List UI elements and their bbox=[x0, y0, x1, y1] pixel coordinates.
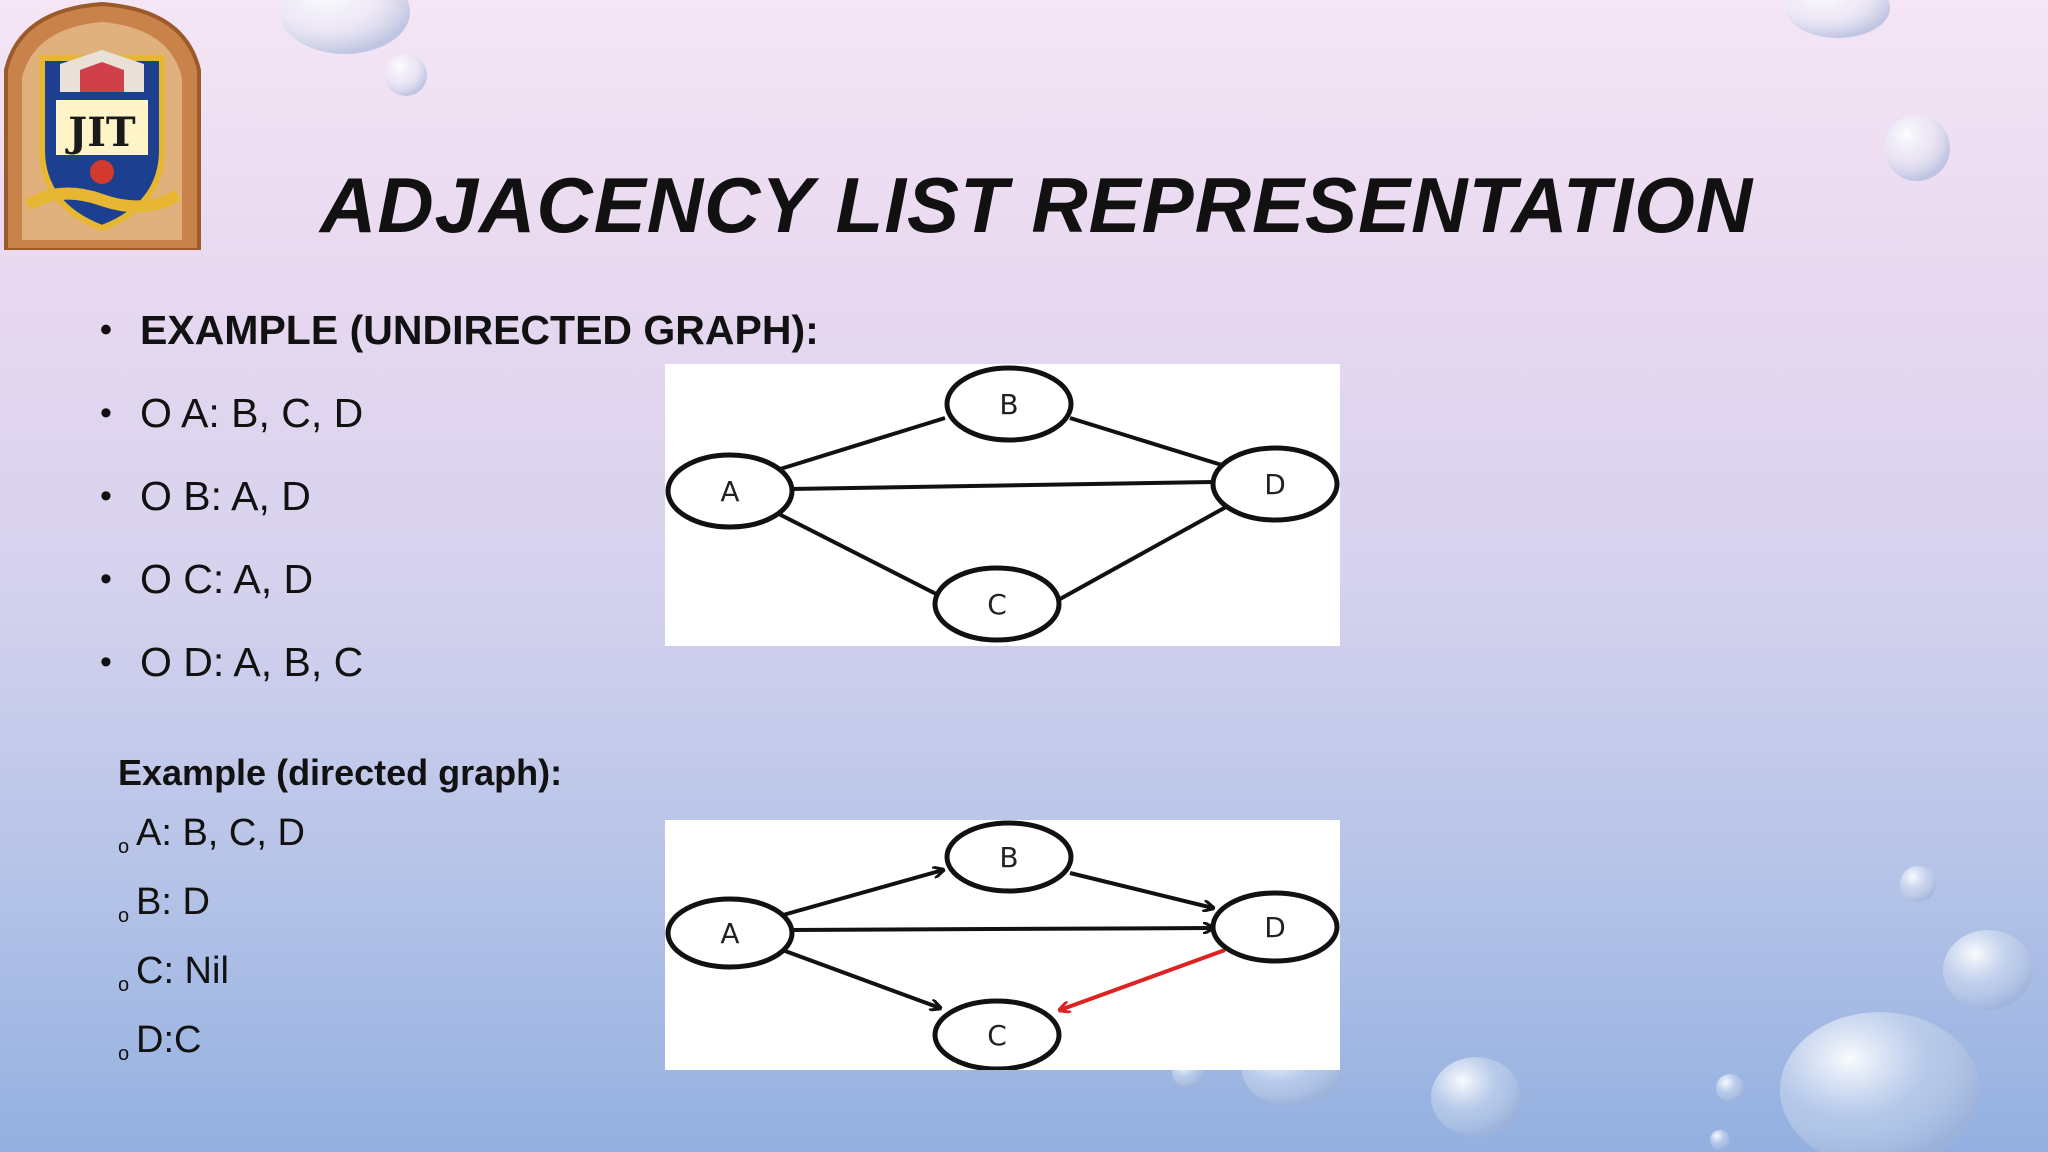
node-label: D bbox=[1264, 468, 1286, 501]
institute-logo: JIT bbox=[4, 1, 201, 250]
node-a bbox=[665, 896, 795, 970]
directed-heading: Example (directed graph): bbox=[118, 752, 563, 793]
edge-b-d bbox=[1069, 871, 1213, 908]
list-item: B: D bbox=[118, 879, 305, 948]
node-label: C bbox=[987, 588, 1007, 621]
node-label: B bbox=[999, 841, 1018, 874]
node-label: C bbox=[987, 1019, 1007, 1052]
undirected-graph-diagram: A B C D bbox=[665, 364, 1340, 646]
list-item: O A: B, C, D bbox=[100, 383, 819, 466]
list-item: O B: A, D bbox=[100, 466, 819, 549]
undirected-adjacency-list: EXAMPLE (UNDIRECTED GRAPH): O A: B, C, D… bbox=[100, 300, 819, 715]
node-d bbox=[1210, 445, 1340, 523]
edge-a-c bbox=[770, 508, 943, 599]
node-a bbox=[665, 452, 795, 530]
node-label: A bbox=[720, 475, 739, 508]
edge-a-c bbox=[776, 946, 940, 1008]
node-c bbox=[932, 998, 1062, 1070]
directed-graph-diagram: A B C D bbox=[665, 820, 1340, 1070]
node-d bbox=[1210, 890, 1340, 964]
list-item: O C: A, D bbox=[100, 549, 819, 632]
edge-d-c bbox=[1060, 948, 1226, 1010]
directed-adjacency-list: A: B, C, D B: D C: Nil D:C bbox=[118, 810, 305, 1086]
edge-a-d bbox=[790, 928, 1213, 930]
node-label: A bbox=[720, 917, 739, 950]
node-c bbox=[932, 565, 1062, 643]
edge-a-b bbox=[776, 416, 946, 472]
node-label: D bbox=[1264, 911, 1286, 944]
undirected-heading: EXAMPLE (UNDIRECTED GRAPH): bbox=[100, 300, 819, 383]
list-item: C: Nil bbox=[118, 948, 305, 1017]
list-item: O D: A, B, C bbox=[100, 632, 819, 715]
edge-a-d bbox=[789, 480, 1214, 491]
node-label: B bbox=[999, 388, 1018, 421]
edge-c-d bbox=[1059, 500, 1236, 601]
list-item: D:C bbox=[118, 1017, 305, 1086]
edge-a-b bbox=[782, 870, 943, 917]
list-item: A: B, C, D bbox=[118, 810, 305, 879]
node-b bbox=[944, 820, 1074, 894]
node-b bbox=[944, 365, 1074, 443]
edge-b-d bbox=[1069, 416, 1226, 468]
logo-text: JIT bbox=[65, 109, 136, 156]
slide-title: ADJACENCY LIST REPRESENTATION bbox=[320, 161, 1754, 249]
